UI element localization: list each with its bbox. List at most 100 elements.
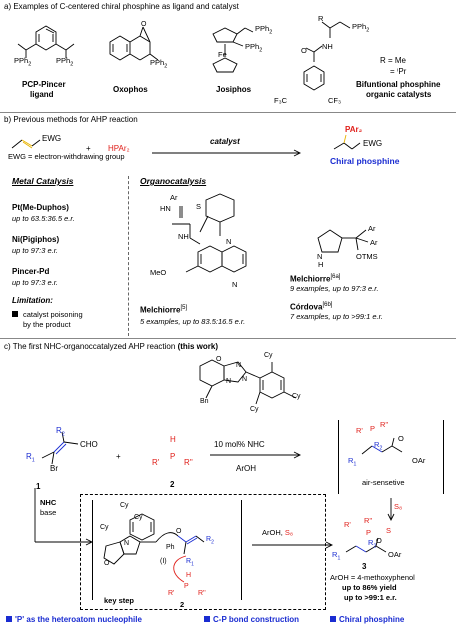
thiourea-s: S [196,202,202,211]
breslow-rprime: R' [168,590,175,597]
product3-oar: OAr [388,550,402,559]
plus-b: + [86,144,91,153]
breslow-r2: R2 [206,536,214,546]
nhc-cy-3: Cy [250,406,259,413]
m3-er: up to 97:3 e.r. [12,278,59,287]
josiphos-structure [212,27,254,73]
intermediate-o: O [398,434,404,443]
chiral-phosphine-label: Chiral phosphine [330,156,400,166]
intermediate-oar: OAr [412,456,426,465]
breslow-rdprime: R'' [198,590,206,597]
substrate-br: Br [50,464,58,473]
limitation-text-2: by the product [23,320,71,329]
ewg-label: EWG [42,134,62,143]
nhc-base-1: NHC [40,498,57,507]
product-ewg: EWG [363,139,383,148]
prolinol-otms: OTMS [356,252,378,261]
prolinol-structure [317,229,369,253]
nhc-bn: Bn [200,398,209,405]
intermediate-structure [361,437,403,455]
meo-label: MeO [150,268,167,277]
product3-rprime: R' [344,520,351,529]
compound-1-label: 1 [36,482,41,491]
substrate-1-structure [41,431,79,465]
breslow-h: H [186,572,192,579]
key-step-box [80,494,326,610]
footer-chiral-phosphine: Chiral phosphine [330,615,404,625]
breslow-cy-1: Cy [120,502,129,509]
reaction-arrow-c [210,451,302,459]
s8-label-1: S₈ [394,502,403,511]
divider-a-b [0,112,456,113]
bifunc-f3c: F₃C [274,96,288,105]
josiphos-pph2-bottom: PPh2 [245,42,263,54]
breslow-cy-2: Cy [134,514,143,521]
reaction-arrow-b [152,149,302,157]
josiphos-pph2-top: PPh2 [255,24,273,36]
product-b-structure [333,134,361,150]
pcp-label-2: ligand [30,90,54,99]
pcp-pph2-left: PPh2 [14,56,32,68]
melchiorre-6a-detail: 9 examples, up to 97:3 e.r. [290,284,379,293]
bifunc-pph2: PPh2 [352,22,370,34]
divider-b-c [0,338,456,339]
breslow-p: P [184,583,189,590]
compound-3-label: 3 [362,562,367,571]
metal-catalysis-title: Metal Catalysis [12,176,74,186]
nhc-o: O [216,356,222,363]
nhc-catalyst-structure [199,359,297,405]
product3-r2: R2 [368,538,377,550]
key-step-label: key step [104,596,135,605]
phosphine-h: H [170,435,176,444]
plus-c: + [116,452,121,461]
aroh-s8-label: ArOH, S₈ [262,528,294,537]
pcp-label-1: PCP-Pincer [22,80,66,89]
bifunc-r: R [318,14,324,23]
bifunctional-label-1: Bifuntional phosphine [356,80,441,89]
conditions-nhc: 10 mol% NHC [214,440,265,449]
footer-cp-bond: C-P bond construction [204,615,299,625]
conditions-aroh: ArOH [236,464,256,473]
m2-er: up to 97:3 e.r. [12,246,59,255]
substrate-r2: R2 [56,426,65,438]
organocatalysis-title: Organocatalysis [140,176,207,186]
oxophos-o: O [141,21,147,28]
intermediate-r1: R1 [348,456,357,468]
ewg-definition: EWG = electron-withdrawing group [8,152,125,161]
product3-rdprime: R'' [364,516,373,525]
thiourea-hn: HN [160,204,171,213]
section-c-heading: c) The first NHC-organoccatalyzed AHP re… [4,342,219,351]
hpar2-reagent: HPAr₂ [108,144,130,153]
melchiorre-5-name: Melchiorre[5] [140,305,188,315]
section-b-heading: b) Previous methods for AHP reaction [4,115,138,124]
breslow-cy-3: Cy [100,524,109,531]
substrate-r1: R1 [26,452,35,464]
product-3-structure [345,537,387,553]
footer-heteroatom: 'P' as the heteroatom nucleophile [6,615,142,625]
product3-p: P [366,528,372,537]
limitation-text-1: catalyst poisoning [12,310,83,319]
s8-arrow [387,498,395,522]
breslow-o: O [176,528,182,535]
m1-name: Pt(Me-Duphos) [12,203,69,212]
pcp-pincer-structure [17,25,75,58]
breslow-label-I: (I) [160,558,167,565]
nhc-n2: N [226,378,232,385]
breslow-2-label: 2 [180,600,185,609]
m3-name: Pincer-Pd [12,267,50,276]
substrate-cho: CHO [80,440,98,449]
alkene-substrate [11,139,41,149]
phosphine-r2: R'' [184,458,193,467]
metal-divider [128,176,129,336]
phosphine-r1: R' [152,458,160,467]
oxophos-label: Oxophos [113,85,148,94]
bifunc-cf3: CF₃ [328,96,342,105]
intermediate-bracket [338,420,444,494]
breslow-ph: Ph [166,544,175,551]
limitation-label: Limitation: [12,296,53,305]
nhc-n3: N [242,376,248,383]
product-par2: PAr₂ [345,125,363,134]
r-definition-2: = ⁱPr [390,67,407,76]
phosphine-p: P [170,452,176,461]
bifunc-nh: NH [322,42,333,51]
